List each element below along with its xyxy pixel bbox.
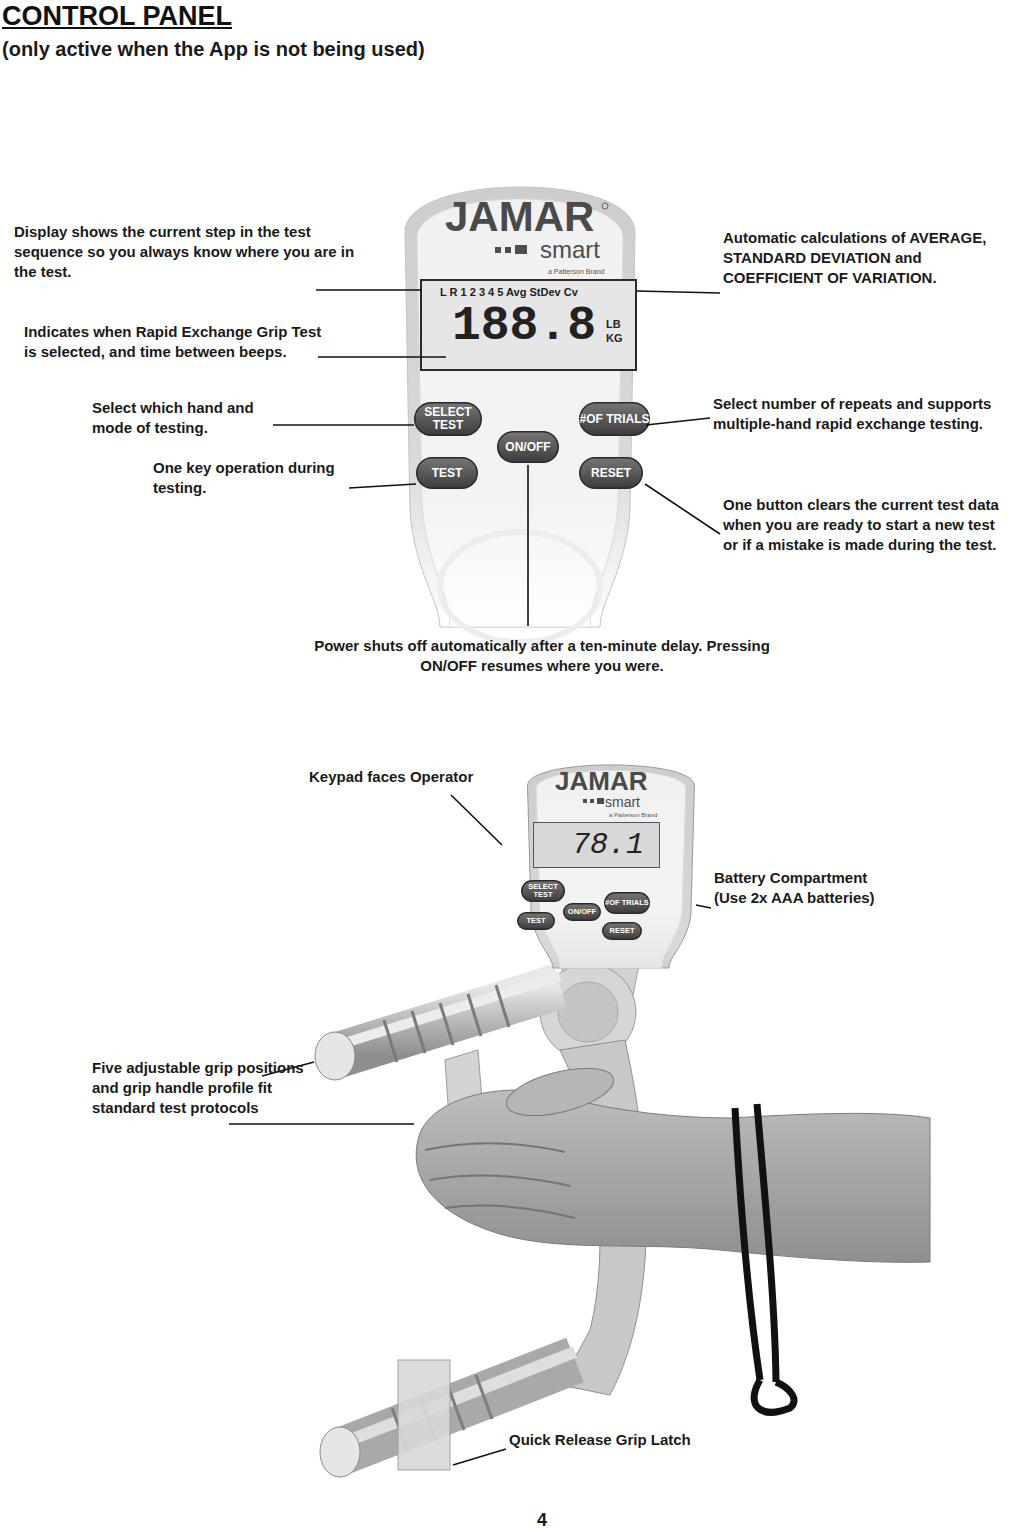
housing-outline xyxy=(385,172,655,627)
finger-creases xyxy=(425,1143,575,1218)
leader-line xyxy=(696,905,711,908)
callout-text: Select number of repeats and supports mu… xyxy=(713,394,1018,434)
leader-line xyxy=(645,484,720,534)
leader-line xyxy=(318,356,446,358)
callout-text: Battery Compartment (Use 2x AAA batterie… xyxy=(714,868,892,908)
button-label: RESET xyxy=(609,927,634,935)
handle-highlight xyxy=(335,976,560,1046)
button-label: TEST xyxy=(432,467,463,480)
callout-text: Power shuts off automatically after a te… xyxy=(302,636,782,676)
leader-line xyxy=(349,484,416,488)
brand-logo: JAMAR xyxy=(445,196,594,238)
keypad-button: RESET xyxy=(602,922,642,940)
callout-text: Display shows the current step in the te… xyxy=(14,222,356,282)
thumb xyxy=(502,1059,618,1124)
page-title: CONTROL PANEL xyxy=(2,0,232,32)
handle-cap xyxy=(320,1427,360,1477)
handle-rings xyxy=(392,1375,492,1452)
button-label: ON/OFF xyxy=(505,441,550,454)
unit-label: LB xyxy=(606,319,621,330)
callout-text: Keypad faces Operator xyxy=(309,767,509,787)
button-label: SELECT TEST xyxy=(414,406,482,431)
grip-plate xyxy=(445,1050,490,1205)
leader-line xyxy=(453,1449,506,1465)
callout-text: Automatic calculations of AVERAGE, STAND… xyxy=(723,228,1017,288)
keypad-button: SELECT TEST xyxy=(414,402,482,436)
keypad-button: RESET xyxy=(579,457,643,489)
leader-line xyxy=(527,465,529,626)
keypad-button: SELECT TEST xyxy=(521,880,565,902)
callout-text: One button clears the current test data … xyxy=(723,495,1005,555)
callout-text: One key operation during testing. xyxy=(153,458,368,498)
keypad-button: #OF TRIALS xyxy=(604,892,650,914)
keypad-button: ON/OFF xyxy=(563,903,601,921)
handle-highlight xyxy=(340,1352,575,1444)
leader-line xyxy=(273,424,414,426)
device-housing: JAMARsmart a Patterson Brand 78.1SELECT TE… xyxy=(513,758,709,968)
button-label: SELECT TEST xyxy=(521,883,565,899)
callout-text: Quick Release Grip Latch xyxy=(509,1430,709,1450)
collar xyxy=(540,964,636,1060)
keypad-button: ON/OFF xyxy=(497,431,559,463)
wrist-strap xyxy=(735,1104,794,1412)
leader-line xyxy=(316,289,422,291)
page-number: 4 xyxy=(522,1510,562,1529)
lcd-digits: 78.1 xyxy=(572,830,644,860)
leader-line xyxy=(262,1062,314,1076)
button-label: RESET xyxy=(591,467,631,480)
keypad-button: #OF TRIALS xyxy=(579,402,650,436)
callout-text: Indicates when Rapid Exchange Grip Test … xyxy=(24,322,324,362)
indicator-row: L R 1 2 3 4 5 Avg StDev Cv xyxy=(440,287,578,298)
collar-inner xyxy=(558,982,618,1042)
lcd-display: L R 1 2 3 4 5 Avg StDev Cv 188.8 LB KG xyxy=(420,279,637,371)
unit-label: KG xyxy=(606,333,623,344)
leader-line xyxy=(229,1123,414,1125)
callout-text: Five adjustable grip positions and grip … xyxy=(92,1058,307,1118)
brand-subtitle: smart xyxy=(540,238,600,262)
lcd-digits: 188.8 xyxy=(452,302,596,350)
button-label: #OF TRIALS xyxy=(579,413,649,426)
button-label: #OF TRIALS xyxy=(605,899,649,907)
leader-line xyxy=(451,795,502,845)
lcd-display: 78.1 xyxy=(533,822,660,868)
subtitle: (only active when the App is not being u… xyxy=(2,37,602,61)
grip-latch xyxy=(398,1360,450,1470)
handle-rings xyxy=(384,985,509,1062)
grip-frame xyxy=(560,1040,646,1395)
handle-cap xyxy=(315,1032,355,1080)
leader-line xyxy=(646,418,710,425)
button-label: ON/OFF xyxy=(568,908,596,916)
adjustable-handle xyxy=(335,986,560,1056)
brand-note: a Patterson Brand xyxy=(548,268,604,275)
device-housing: JAMARsmart a Patterson Brand L R 1 2 3 4 5… xyxy=(385,172,655,627)
hand xyxy=(416,1090,930,1262)
keypad-button: TEST xyxy=(517,912,555,930)
callout-text: Select which hand and mode of testing. xyxy=(92,398,282,438)
keypad-button: TEST xyxy=(416,457,478,489)
brand-subtitle: smart xyxy=(605,795,640,809)
button-label: TEST xyxy=(526,917,545,925)
brand-logo: JAMAR xyxy=(555,768,647,794)
brand-note: a Patterson Brand xyxy=(609,812,657,818)
leader-line xyxy=(637,291,720,293)
